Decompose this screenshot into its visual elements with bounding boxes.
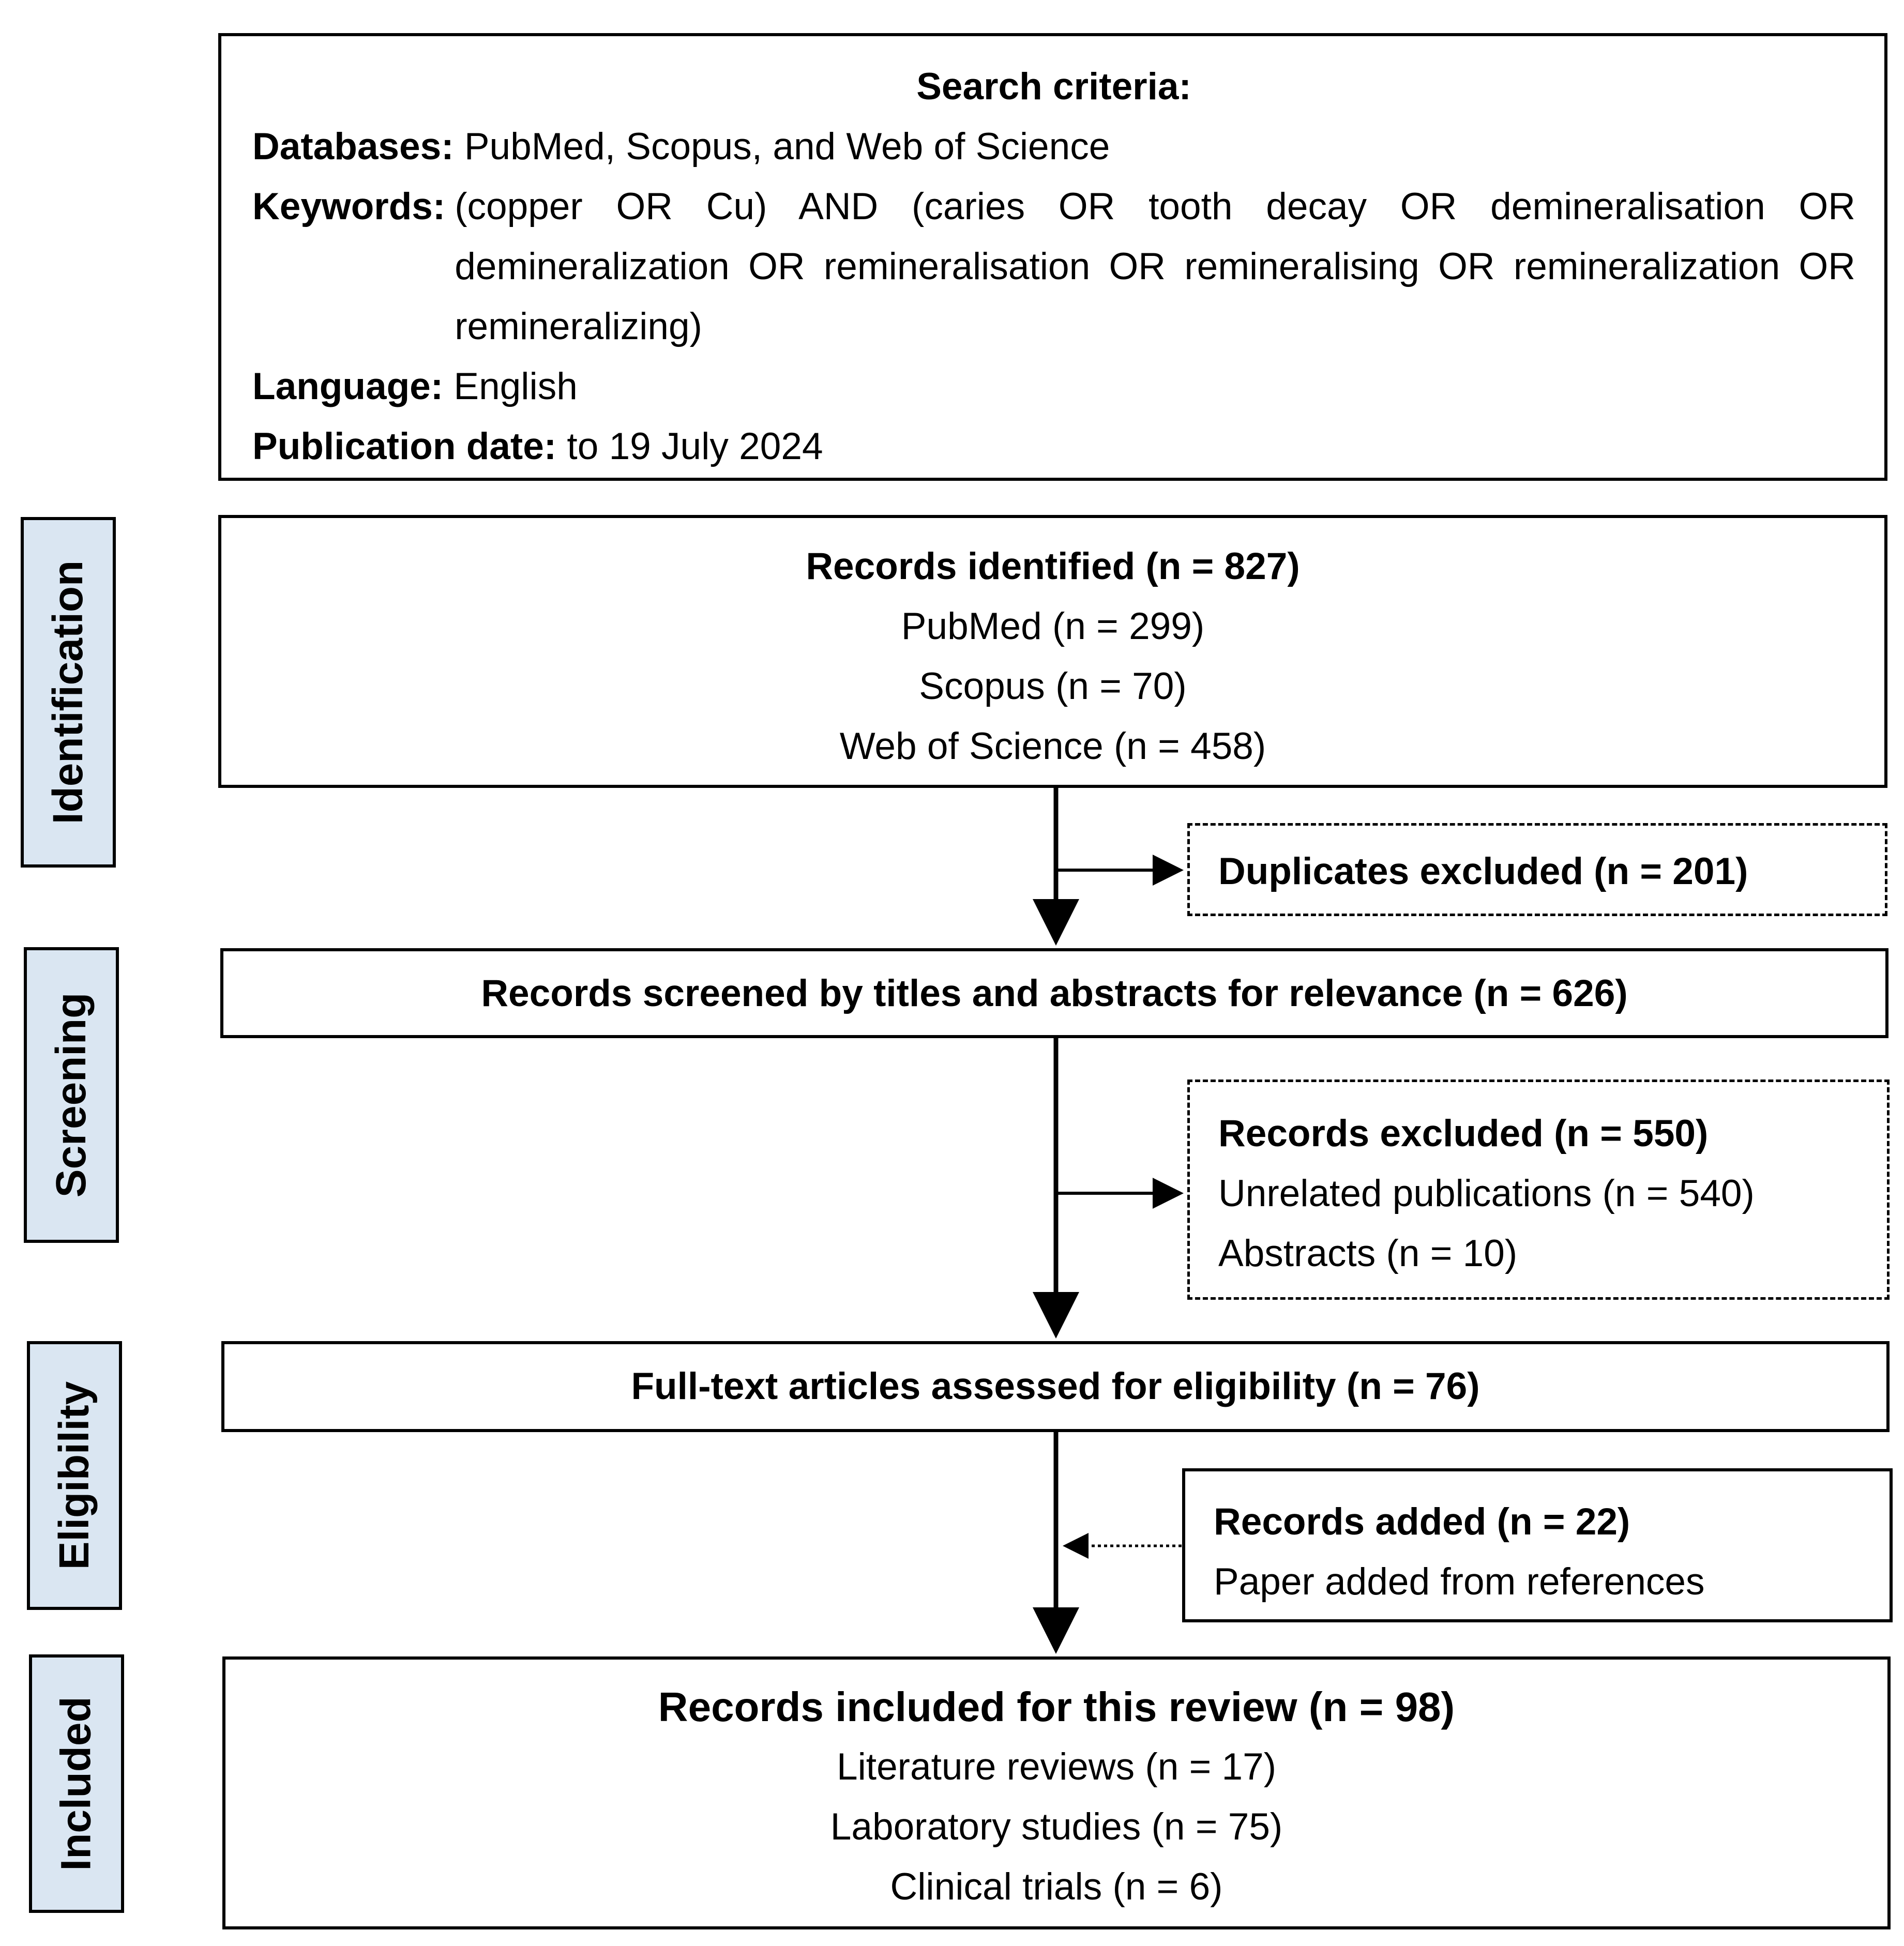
stage-included: Included (29, 1654, 124, 1913)
records-added-title: Records added (n = 22) (1214, 1501, 1630, 1543)
stage-identification-label: Identification (44, 560, 92, 825)
publication-date-row: Publication date: to 19 July 2024 (252, 417, 1855, 477)
records-identified-box: Records identified (n = 827) PubMed (n =… (218, 515, 1887, 788)
excluded-abstracts: Abstracts (n = 10) (1218, 1233, 1518, 1274)
language-label: Language: (252, 366, 444, 407)
language-value: English (454, 366, 578, 407)
databases-value: PubMed, Scopus, and Web of Science (464, 126, 1110, 168)
stage-eligibility: Eligibility (27, 1341, 122, 1610)
records-excluded-box: Records excluded (n = 550) Unrelated pub… (1187, 1080, 1890, 1300)
identified-pubmed: PubMed (n = 299) (901, 605, 1205, 647)
records-screened-title: Records screened by titles and abstracts… (481, 972, 1628, 1014)
publication-date-label: Publication date: (252, 425, 557, 467)
records-added-note: Paper added from references (1214, 1561, 1705, 1603)
records-identified-title: Records identified (n = 827) (806, 545, 1300, 587)
search-criteria-title: Search criteria: (916, 66, 1191, 108)
excluded-unrelated: Unrelated publications (n = 540) (1218, 1173, 1755, 1214)
databases-label: Databases: (252, 126, 454, 168)
stage-eligibility-label: Eligibility (51, 1381, 98, 1570)
databases-row: Databases: PubMed, Scopus, and Web of Sc… (252, 117, 1855, 177)
included-clinical-trials: Clinical trials (n = 6) (890, 1866, 1223, 1908)
records-screened-box: Records screened by titles and abstracts… (220, 948, 1888, 1038)
records-added-box: Records added (n = 22) Paper added from … (1182, 1468, 1893, 1622)
stage-screening: Screening (24, 947, 119, 1243)
eligibility-box: Full-text articles assessed for eligibil… (221, 1341, 1890, 1432)
stage-identification: Identification (21, 517, 116, 868)
publication-date-value: to 19 July 2024 (567, 425, 823, 467)
duplicates-excluded-title: Duplicates excluded (n = 201) (1218, 850, 1748, 892)
records-included-title: Records included for this review (n = 98… (658, 1684, 1455, 1730)
keywords-row: Keywords: (copper OR Cu) AND (caries OR … (252, 177, 1855, 357)
language-row: Language: English (252, 357, 1855, 417)
identified-wos: Web of Science (n = 458) (839, 725, 1266, 767)
included-laboratory-studies: Laboratory studies (n = 75) (830, 1806, 1283, 1848)
stage-included-label: Included (53, 1696, 100, 1871)
eligibility-title: Full-text articles assessed for eligibil… (631, 1365, 1480, 1407)
records-excluded-title: Records excluded (n = 550) (1218, 1113, 1709, 1154)
identified-scopus: Scopus (n = 70) (919, 665, 1187, 707)
search-criteria-box: Search criteria: Databases: PubMed, Scop… (218, 33, 1887, 481)
stage-screening-label: Screening (48, 992, 95, 1198)
records-included-box: Records included for this review (n = 98… (222, 1656, 1891, 1929)
duplicates-excluded-box: Duplicates excluded (n = 201) (1187, 823, 1887, 916)
included-literature-reviews: Literature reviews (n = 17) (836, 1746, 1276, 1788)
keywords-label: Keywords: (252, 186, 446, 227)
keywords-value: (copper OR Cu) AND (caries OR tooth deca… (455, 186, 1855, 347)
